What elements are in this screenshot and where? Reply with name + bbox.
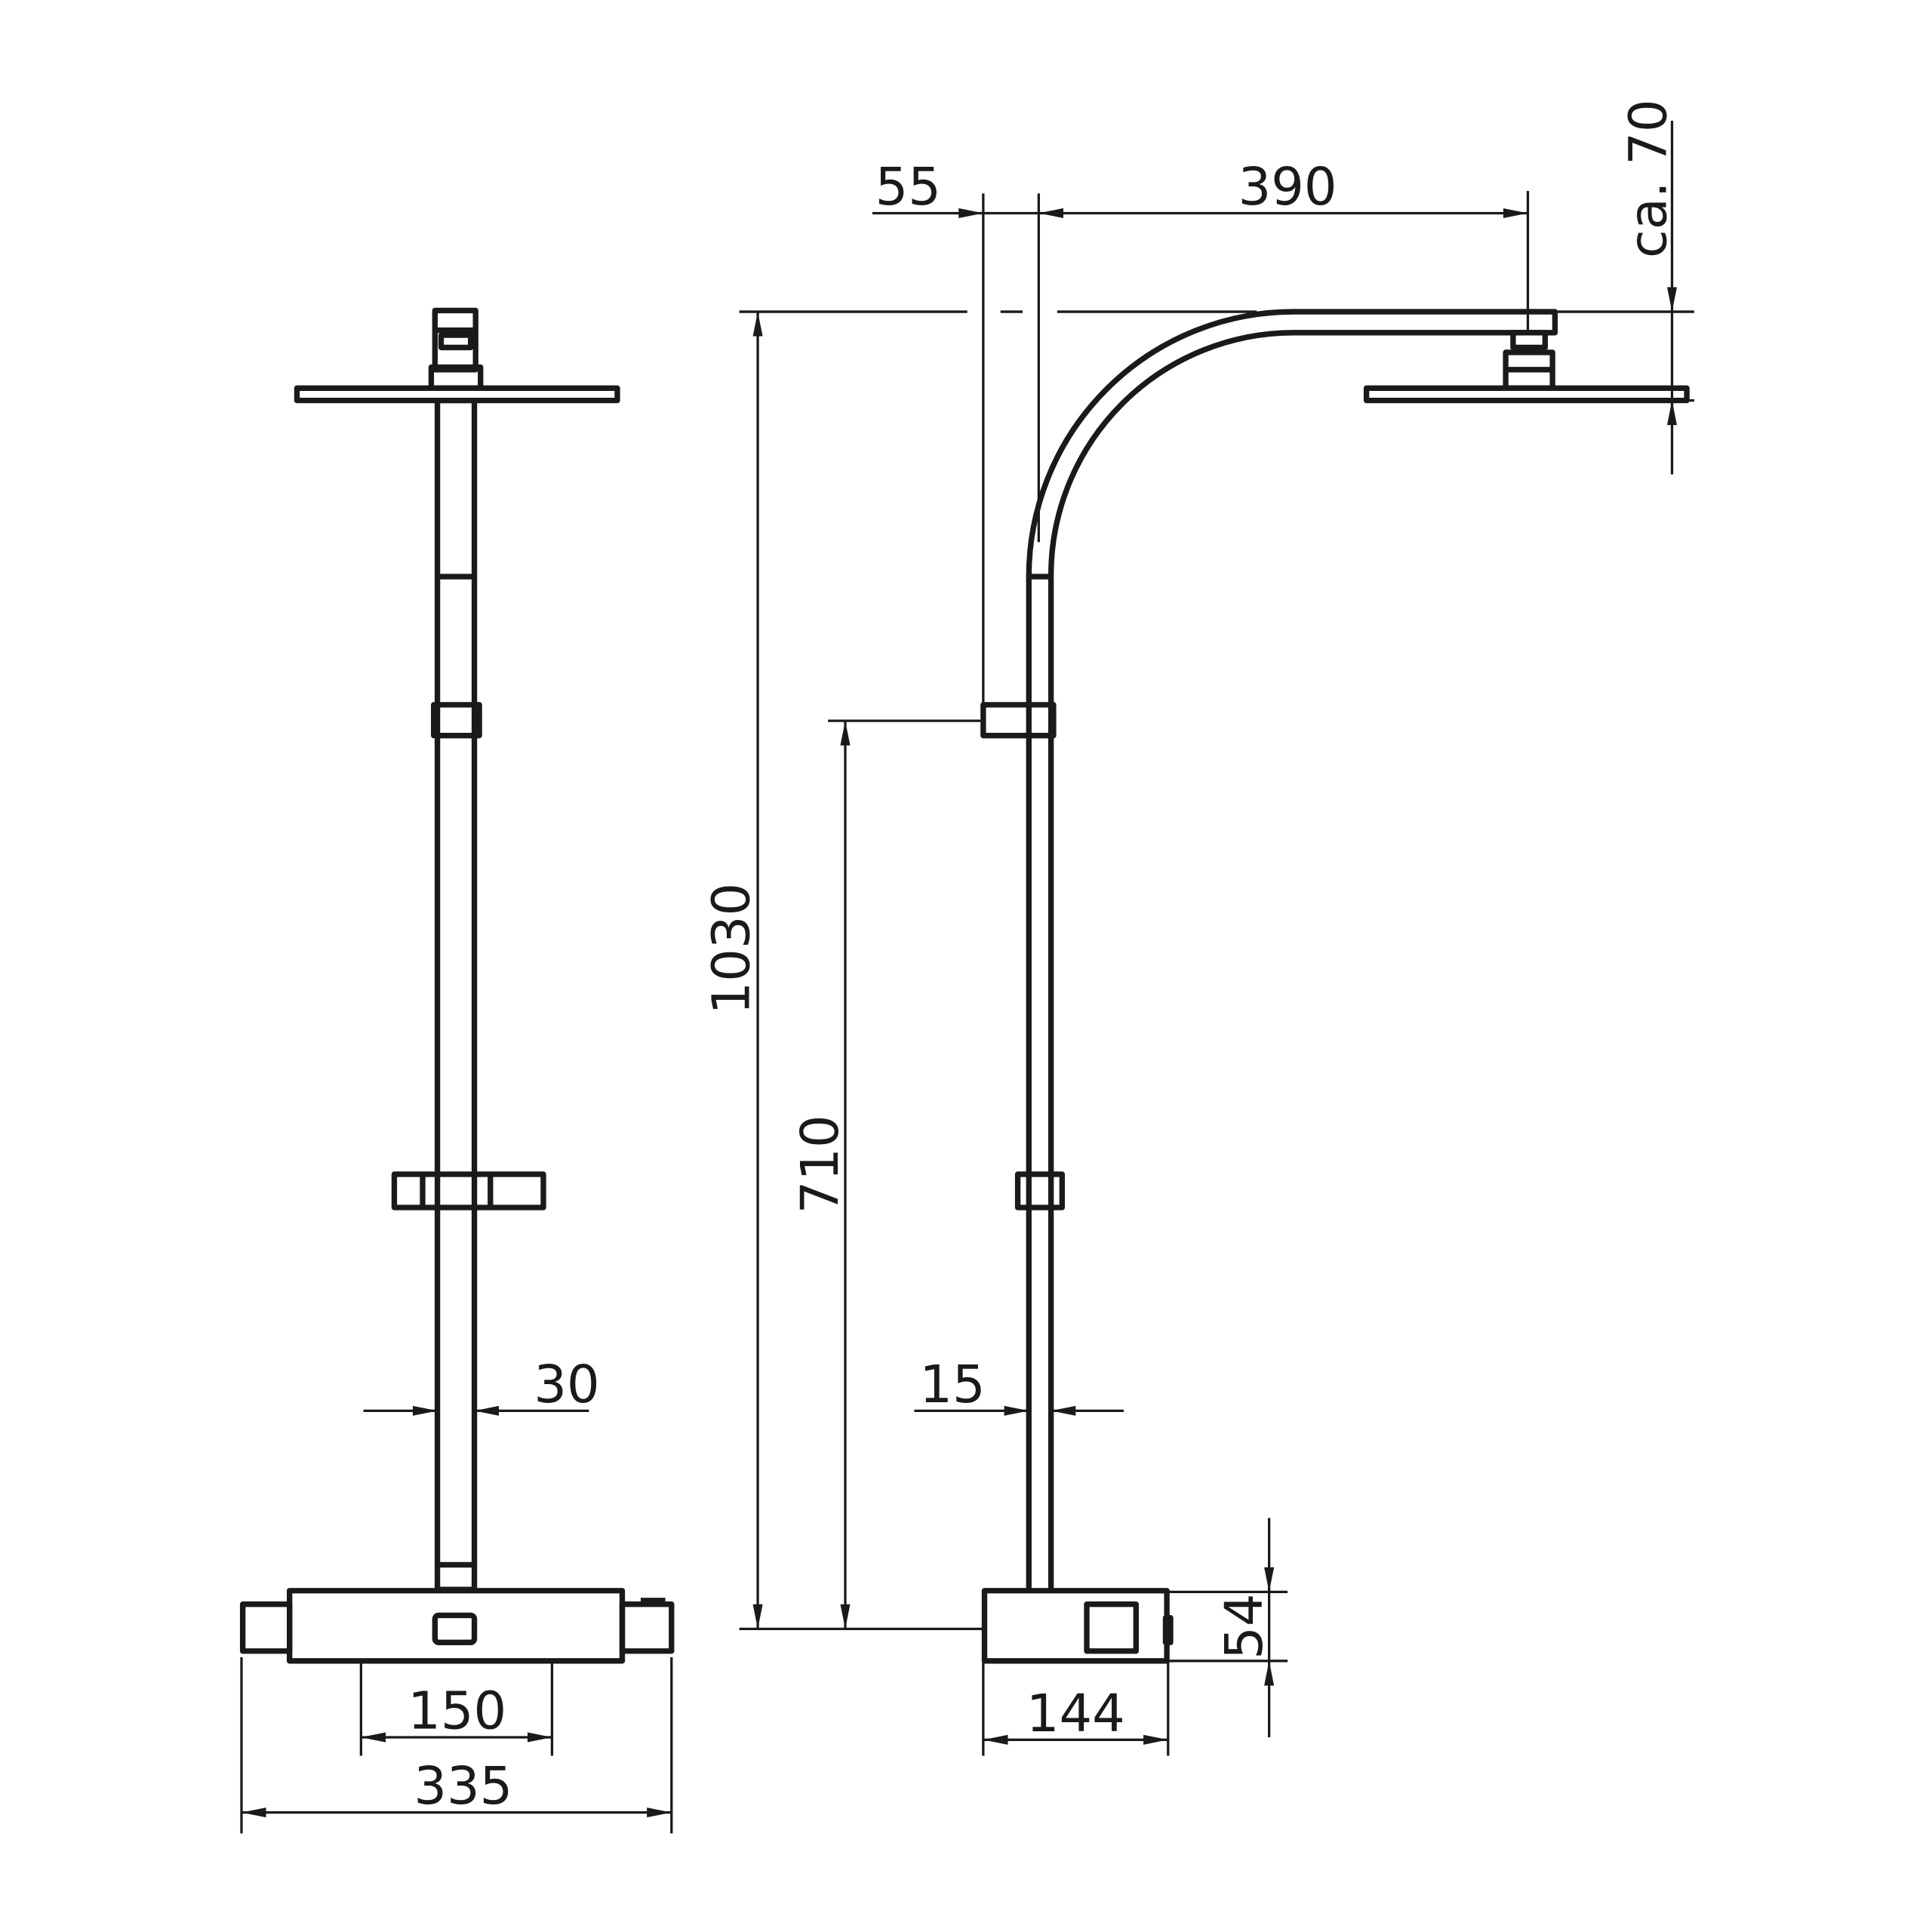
shower-head-connector (428, 307, 484, 391)
dim-arm-length: 390 (1038, 157, 1530, 331)
shower-head (294, 385, 620, 404)
side-view: 55 390 ca. 70 1030 710 15 144 (702, 99, 1694, 1756)
pipe-clamp (980, 702, 1057, 739)
dim-label: 30 (534, 1355, 599, 1415)
shower-head-connector (1503, 330, 1555, 391)
dim-overall-width: 335 (240, 1657, 673, 1834)
thermostat (239, 1588, 675, 1664)
dim-label: 15 (919, 1355, 985, 1415)
thermostat (981, 1588, 1174, 1664)
dim-thermostat-height: 54 (1168, 1518, 1288, 1738)
dim-label: 1030 (702, 883, 762, 1015)
dim-label: 144 (1026, 1684, 1125, 1744)
pipe-clamp (431, 702, 482, 739)
dim-thermostat-depth: 144 (982, 1660, 1170, 1756)
dim-label: 710 (790, 1115, 851, 1214)
dim-pipe-width: 30 (363, 1355, 600, 1416)
shelf (391, 1171, 546, 1211)
dim-pipe-diameter: 15 (914, 1355, 1124, 1416)
dim-label: 390 (1238, 157, 1337, 217)
display (432, 1612, 478, 1645)
riser-with-arm (1026, 309, 1558, 1590)
front-view: 30 150 335 (239, 307, 675, 1834)
dim-label: 54 (1214, 1593, 1275, 1659)
shower-head (1363, 385, 1690, 404)
dim-label: 335 (414, 1756, 512, 1817)
dim-head-drop: ca. 70 (1555, 99, 1694, 475)
dim-wall-offset: 55 (872, 157, 1040, 705)
dim-label: 55 (875, 157, 941, 217)
dim-connection-spacing: 150 (359, 1663, 554, 1756)
dim-total-height: 1030 (702, 310, 1257, 1630)
dim-thermostat-to-clamp: 710 (790, 719, 983, 1629)
dim-label: 150 (408, 1681, 506, 1742)
dim-label: ca. 70 (1618, 99, 1678, 258)
hand-shower-holder (1014, 1171, 1066, 1211)
